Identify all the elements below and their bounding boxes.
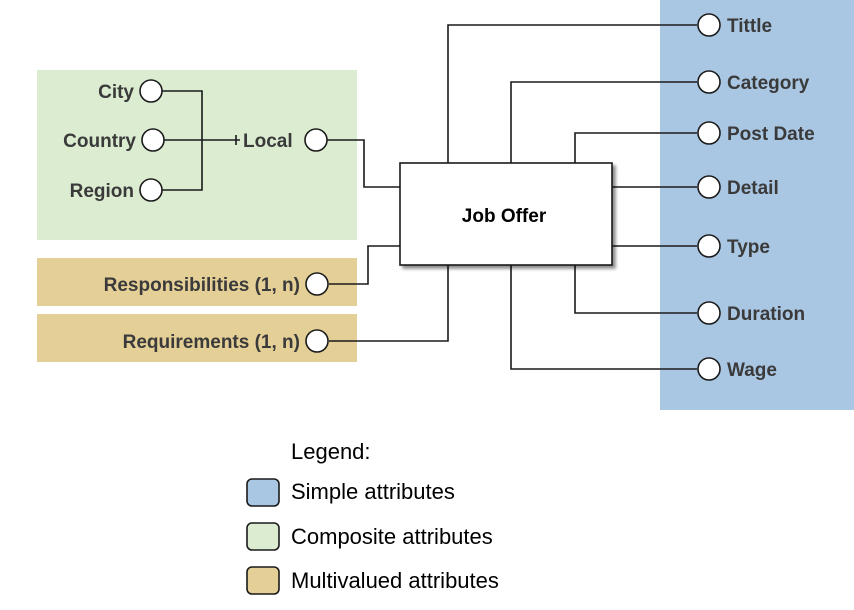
composite-label: Local <box>243 131 293 152</box>
legend-title: Legend: <box>291 439 371 464</box>
simple-attribute-label: Wage <box>727 360 777 381</box>
entity-label: Job Offer <box>462 206 547 227</box>
legend-swatch-multivalued <box>246 566 280 595</box>
multivalued-attribute-label: Requirements (1, n) <box>123 332 300 353</box>
composite-connectors <box>161 90 400 191</box>
attribute-circle <box>697 175 721 199</box>
attribute-circle <box>697 121 721 145</box>
composite-attributes-panel <box>37 70 357 240</box>
attribute-circle <box>697 13 721 37</box>
simple-attribute-label: Detail <box>727 178 779 199</box>
responsibilities-panel <box>37 258 357 306</box>
attribute-circle <box>139 79 163 103</box>
legend-item-multivalued: Multivalued attributes <box>291 568 499 593</box>
simple-attribute-label: Type <box>727 237 770 258</box>
multivalued-attribute-label: Responsibilities (1, n) <box>104 275 300 296</box>
legend-item-composite: Composite attributes <box>291 524 493 549</box>
attribute-circle <box>141 128 165 152</box>
attribute-circle <box>697 234 721 258</box>
attribute-circle <box>304 128 328 152</box>
composite-part-label: City <box>98 82 134 103</box>
simple-attribute-connectors <box>447 24 697 370</box>
attribute-circle <box>697 357 721 381</box>
attribute-circle <box>305 272 329 296</box>
legend: Legend: Simple attributes Composite attr… <box>246 439 499 595</box>
multivalued-attributes: Responsibilities (1, n) Requirements (1,… <box>104 272 329 353</box>
attribute-circle <box>139 178 163 202</box>
attribute-circle <box>305 329 329 353</box>
requirements-panel <box>37 314 357 362</box>
attribute-circle <box>697 70 721 94</box>
simple-attributes: Tittle Category Post Date Detail Type Du… <box>697 13 815 381</box>
legend-swatch-composite <box>246 522 280 551</box>
simple-attribute-label: Duration <box>727 304 805 325</box>
legend-swatch-simple <box>246 478 280 507</box>
simple-attribute-label: Post Date <box>727 124 815 145</box>
attribute-circle <box>697 301 721 325</box>
simple-attributes-panel <box>660 0 854 410</box>
entity-job-offer: Job Offer <box>399 162 613 266</box>
simple-attribute-label: Tittle <box>727 16 772 37</box>
composite-part-label: Region <box>70 181 134 202</box>
multivalued-connectors <box>329 245 449 342</box>
composite-attribute-local: City Country Region Local <box>63 79 328 202</box>
simple-attribute-label: Category <box>727 73 810 94</box>
composite-part-label: Country <box>63 131 136 152</box>
legend-item-simple: Simple attributes <box>291 479 455 504</box>
